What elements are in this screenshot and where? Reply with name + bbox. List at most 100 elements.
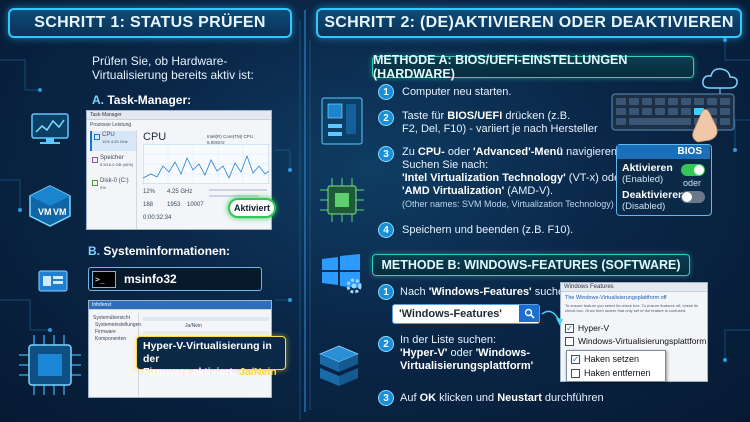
sidebar-memory-sub: 6.5/16.0 GB (40%) bbox=[100, 162, 134, 167]
bios-enabled-toggle[interactable] bbox=[681, 164, 705, 176]
step-a4-text: Speichern und beenden (z.B. F10). bbox=[402, 224, 574, 236]
monitor-icon bbox=[31, 113, 69, 144]
step2-title: SCHRITT 2: (DE)AKTIVIEREN ODER DEAKTIVIE… bbox=[324, 14, 734, 31]
step1-title: SCHRITT 1: STATUS PRÜFEN bbox=[34, 14, 266, 31]
step-b3-restart: Neustart bbox=[497, 392, 542, 404]
sidebar-disk-sub: 0% bbox=[100, 185, 106, 190]
features-titlebar: Windows Features bbox=[561, 283, 707, 292]
stat-speed: 4.25 GHz bbox=[167, 189, 193, 195]
sidebar-item-cpu[interactable]: CPU 11% 4.25 GHz bbox=[90, 131, 136, 151]
step-a2-prefix: Taste für bbox=[402, 110, 448, 122]
step-b2-hyperv: 'Hyper-V' bbox=[400, 347, 448, 359]
step-a2-suffix: drücken (z.B. bbox=[502, 110, 571, 122]
tree-summary[interactable]: Systemübersicht bbox=[93, 315, 130, 321]
step-b2-windows: 'Windows- bbox=[475, 347, 531, 359]
search-value: 'Windows-Features' bbox=[399, 308, 502, 320]
svg-text:VM: VM bbox=[38, 207, 52, 217]
tree-components[interactable]: Komponenten bbox=[95, 336, 127, 342]
sidebar-disk-label: Disk-0 (C:) bbox=[100, 178, 129, 184]
section-b-letter: B. bbox=[88, 244, 100, 258]
arrow-icon bbox=[541, 310, 563, 326]
step-b2-mid: oder bbox=[447, 347, 476, 359]
intro-text: Prüfen Sie, ob Hardware-Virtualisierung … bbox=[92, 54, 254, 82]
cpu-model: Intel(R) Core(TM) CPU 5.00GHz bbox=[207, 134, 254, 145]
bios-disabled-toggle[interactable] bbox=[681, 191, 705, 203]
bios-disabled-sub: (Disabled) bbox=[622, 201, 666, 212]
feature-platform[interactable]: Windows-Virtualisierungsplattform bbox=[565, 336, 707, 347]
bios-enabled-label: Aktivieren bbox=[622, 162, 673, 174]
run-command-box[interactable]: >_ msinfo32 bbox=[88, 267, 262, 291]
activated-badge: Aktiviert bbox=[228, 198, 276, 218]
step-b3-text: Auf OK klicken und Neustart durchführen bbox=[400, 392, 604, 405]
callout-value: Ja/Nein bbox=[239, 366, 277, 378]
check-off-icon bbox=[571, 369, 580, 379]
feature-hyperv[interactable]: ✓Hyper-V bbox=[565, 323, 609, 334]
step-a3-l3-suffix: (VT-x) oder bbox=[565, 172, 624, 184]
step-a2-number: 2 bbox=[378, 110, 394, 126]
callout-line2: Firmware aktiviert: bbox=[143, 366, 240, 378]
step-b1-number: 1 bbox=[378, 284, 394, 300]
terminal-icon: >_ bbox=[92, 270, 116, 288]
step-b2-l1: In der Liste suchen: bbox=[400, 334, 497, 346]
stat-uptime: 0:00:32:34 bbox=[143, 215, 172, 221]
step-b3-suffix: durchführen bbox=[541, 392, 604, 404]
step-a4-number: 4 bbox=[378, 222, 394, 238]
step-a3-l2: Suchen Sie nach: bbox=[402, 159, 489, 171]
cpu-usage-graph bbox=[143, 144, 269, 184]
step-a2-line2: F2, Del, F10) - variiert je nach Herstel… bbox=[402, 123, 598, 135]
keyboard-icon bbox=[611, 93, 735, 143]
motherboard-icon bbox=[321, 97, 363, 145]
step2-header: SCHRITT 2: (DE)AKTIVIEREN ODER DEAKTIVIE… bbox=[316, 8, 742, 38]
check-on-icon: ✓ bbox=[571, 355, 580, 365]
step-b2-number: 2 bbox=[378, 336, 394, 352]
sidebar-item-memory[interactable]: Speicher 6.5/16.0 GB (40%) bbox=[90, 154, 136, 174]
step-b1-prefix: Nach bbox=[400, 286, 429, 298]
sidebar-memory-label: Speicher bbox=[100, 155, 124, 161]
gear-icon bbox=[346, 278, 362, 294]
method-a-header: METHODE A: BIOS/UEFI-EINSTELLUNGEN (HARD… bbox=[372, 53, 694, 81]
sidebar-item-disk[interactable]: Disk-0 (C:) 0% bbox=[90, 177, 136, 197]
task-manager-menu[interactable]: Prozesse Leistung bbox=[90, 122, 132, 128]
stat-threads: 1953 bbox=[167, 202, 181, 208]
step-a3-l1-mid: oder bbox=[444, 146, 473, 158]
step-b3-prefix: Auf bbox=[400, 392, 420, 404]
checkbox-context-menu: ✓Haken setzen Haken entfernen bbox=[566, 350, 666, 382]
features-description: To ensure feature you select its check b… bbox=[565, 303, 699, 313]
step-a3-other-names: (Other names: SVM Mode, Virtualization T… bbox=[402, 199, 614, 209]
step-a3-l4-suffix: (AMD-V). bbox=[504, 185, 554, 197]
sidebar-cpu-sub: 11% 4.25 GHz bbox=[102, 139, 128, 144]
tree-settings[interactable]: Systemeinstellungen bbox=[95, 322, 142, 328]
section-b-label: B. Systeminformationen: bbox=[88, 244, 230, 258]
method-b-header: METHODE B: WINDOWS-FEATURES (SOFTWARE) bbox=[372, 254, 690, 276]
step-a3-l1-b2: 'Advanced'-Menü bbox=[472, 146, 564, 158]
bios-panel: BIOS Aktivieren (Enabled) oder Deaktivie… bbox=[616, 144, 712, 216]
menu-uncheck-label: Haken entfernen bbox=[584, 368, 651, 378]
features-link[interactable]: The Windows-Virtualisierungsplattform of… bbox=[565, 295, 667, 301]
step-b3-mid: klicken und bbox=[436, 392, 498, 404]
stat-utilization: 12% bbox=[143, 189, 156, 195]
sysinfo-tree: Systemübersicht Systemeinstellungen Firm… bbox=[91, 313, 142, 397]
step-b1-text: Nach 'Windows-Features' suchen. bbox=[400, 286, 573, 299]
sysinfo-row-value: Ja/Nein bbox=[185, 323, 202, 329]
svg-text:VM: VM bbox=[53, 207, 67, 217]
step-a3-l4-bold: 'AMD Virtualization' bbox=[402, 185, 505, 197]
task-manager-titlebar: Task-Manager bbox=[87, 111, 271, 120]
menu-check[interactable]: ✓Haken setzen bbox=[571, 354, 639, 365]
method-b-title: METHODE B: WINDOWS-FEATURES (SOFTWARE) bbox=[381, 258, 681, 272]
sidebar-cpu-label: CPU bbox=[102, 132, 115, 138]
cpu-heading: CPU bbox=[143, 131, 167, 143]
menu-uncheck[interactable]: Haken entfernen bbox=[571, 368, 651, 379]
feature-platform-label: Windows-Virtualisierungsplattform bbox=[578, 336, 707, 346]
step-a3-l3-bold: 'Intel Virtualization Technology' bbox=[402, 172, 566, 184]
tree-firmware[interactable]: Firmware bbox=[95, 329, 116, 335]
bios-title: BIOS bbox=[617, 145, 710, 159]
stat-handles: 10007 bbox=[187, 202, 204, 208]
search-icon[interactable] bbox=[519, 305, 539, 322]
command-text: msinfo32 bbox=[124, 272, 177, 286]
platform-checkbox[interactable] bbox=[565, 337, 574, 347]
windows-search-input[interactable]: 'Windows-Features' bbox=[392, 304, 540, 324]
step-b3-number: 3 bbox=[378, 390, 394, 406]
step-b1-bold: 'Windows-Features' bbox=[428, 286, 532, 298]
vm-cube-icon: VM VM bbox=[29, 185, 71, 227]
hyperv-checkbox[interactable]: ✓ bbox=[565, 324, 574, 334]
